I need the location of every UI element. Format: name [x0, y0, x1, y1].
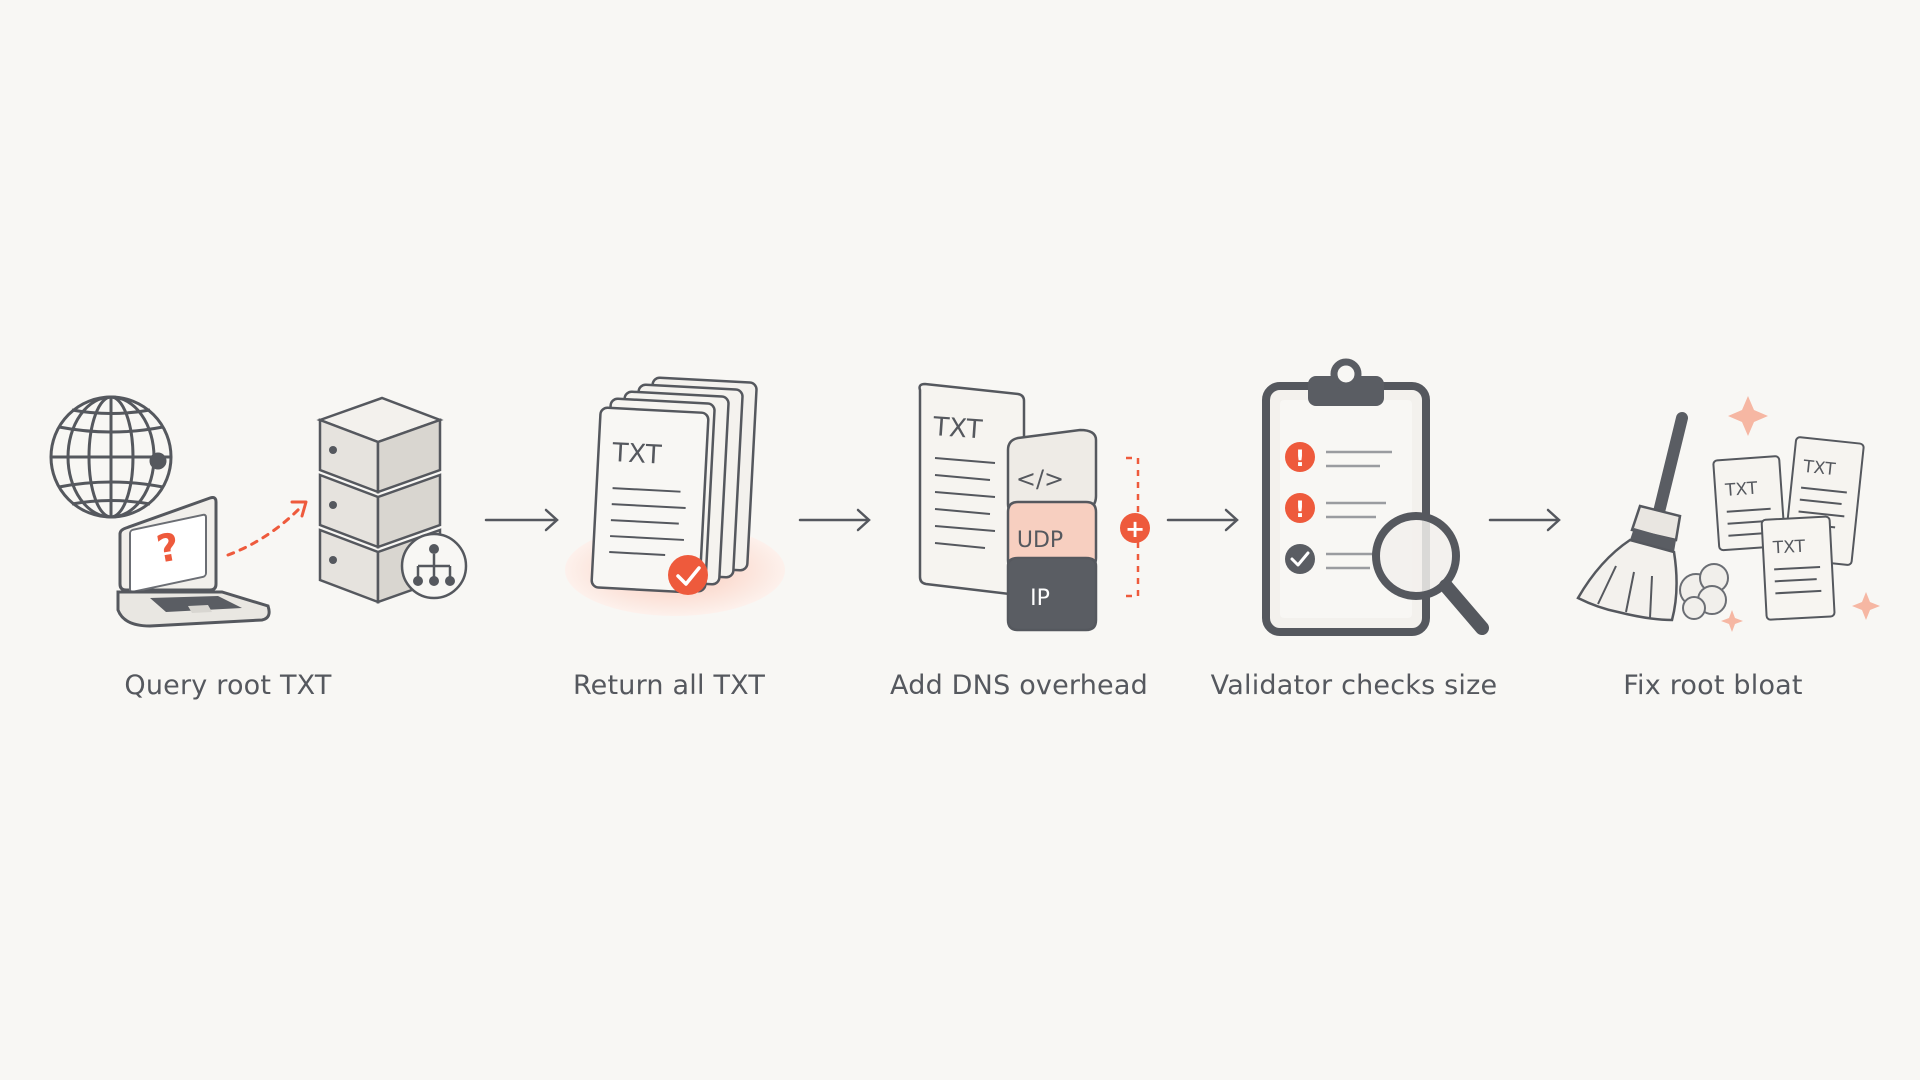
flow-arrow-4	[1488, 508, 1561, 532]
laptop-icon: ?	[116, 496, 271, 628]
step-5-label: Fix root bloat	[1623, 670, 1803, 701]
broom-icon	[1576, 412, 1688, 622]
request-arrow	[226, 500, 308, 557]
txt-card-1-label: TXT	[1724, 479, 1759, 501]
step-2-label: Return all TXT	[572, 670, 766, 701]
txt-doc-label: TXT	[611, 438, 663, 471]
code-glyph: </>	[1016, 465, 1064, 493]
txt-document-icon: TXT	[918, 382, 1026, 597]
flow-arrow-1	[484, 508, 559, 532]
code-layer-block: </>	[1006, 428, 1098, 516]
step-4-label: Validator checks size	[1210, 670, 1498, 701]
step-1-label: Query root TXT	[124, 670, 332, 701]
flow-arrow-2	[798, 508, 871, 532]
network-tree-icon	[400, 532, 468, 600]
sparkle-icons	[1721, 396, 1880, 632]
dust-cloud-icon	[1679, 563, 1729, 620]
step-5-illustration: TXT TXT TXT	[1576, 396, 1880, 632]
txt-card-3-label: TXT	[1772, 537, 1807, 559]
txt-stack-icon: TXT	[590, 376, 758, 594]
scattered-txt-records: TXT TXT TXT	[1712, 436, 1865, 621]
alert-glyph-2: !	[1295, 498, 1305, 523]
ip-glyph: IP	[1030, 586, 1050, 611]
ip-layer-block: IP	[1006, 556, 1098, 632]
txt-card-2-label: TXT	[1801, 457, 1837, 480]
step-3-label: Add DNS overhead	[890, 670, 1148, 701]
txt-doc-label-2: TXT	[931, 412, 983, 445]
step-4-illustration: ! !	[1262, 358, 1489, 636]
magnifier-icon	[1372, 512, 1489, 635]
step-3-illustration: TXT </> UDP IP +	[918, 382, 1150, 632]
server-icon	[316, 396, 444, 604]
alert-glyph-1: !	[1295, 447, 1305, 472]
step-2-illustration: TXT	[565, 376, 785, 616]
udp-glyph: UDP	[1017, 528, 1063, 553]
overhead-bracket: +	[1120, 456, 1150, 598]
globe-icon	[49, 395, 173, 519]
flow-arrow-3	[1166, 508, 1239, 532]
step-1-illustration: ?	[49, 395, 468, 628]
plus-glyph: +	[1125, 515, 1145, 543]
check-badge-icon	[668, 555, 708, 595]
